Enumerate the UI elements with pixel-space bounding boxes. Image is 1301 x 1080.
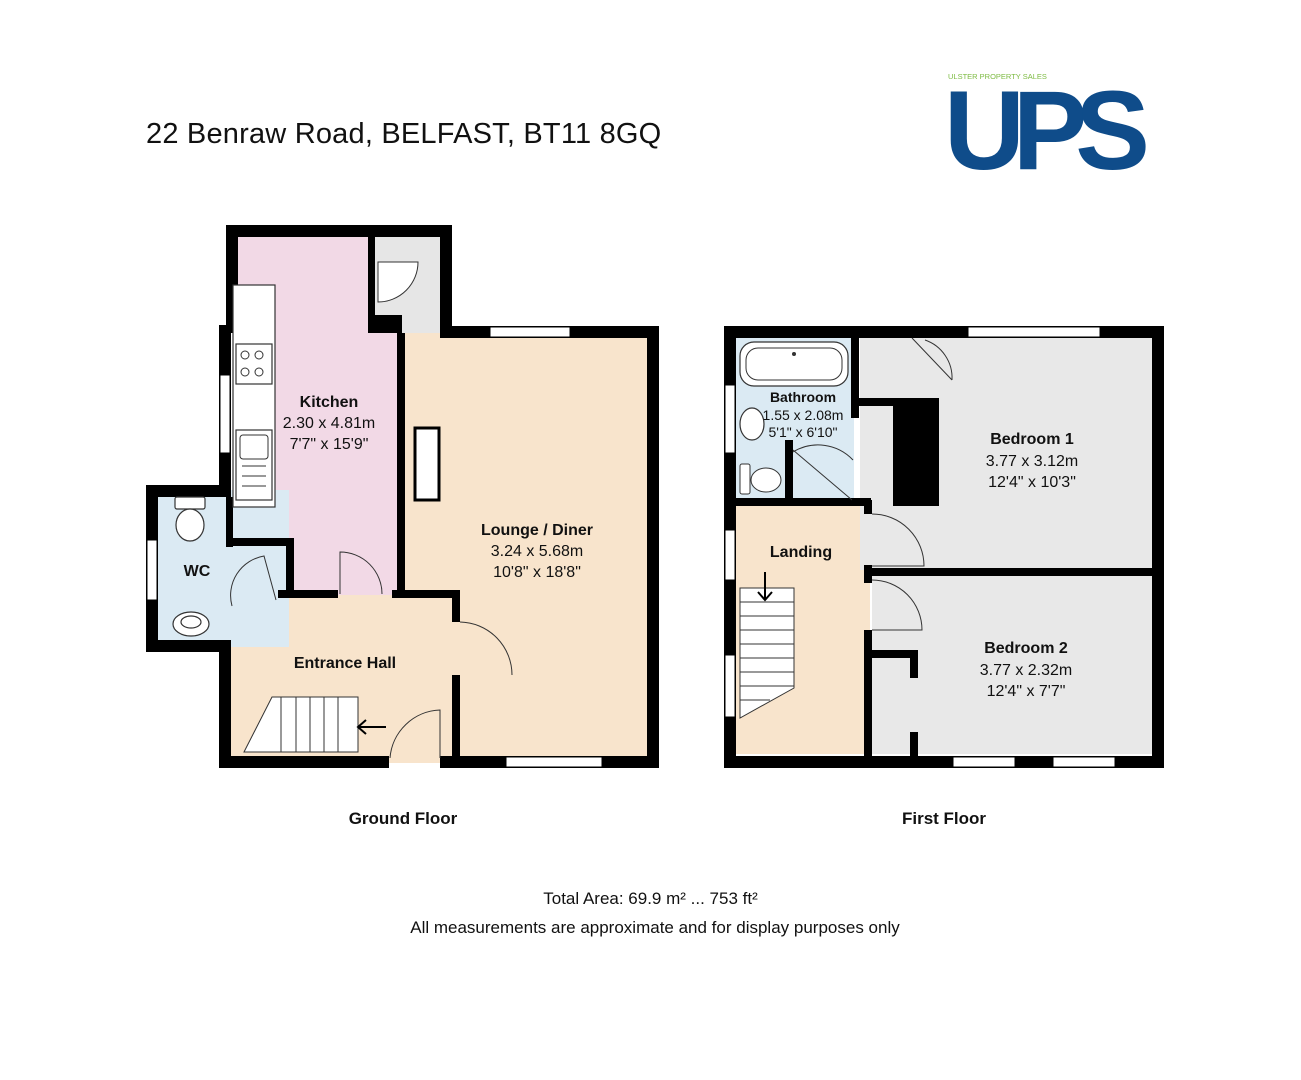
property-address: 22 Benraw Road, BELFAST, BT11 8GQ <box>146 118 662 150</box>
lounge-name: Lounge / Diner <box>481 522 593 539</box>
bathroom-metric: 1.55 x 2.08m <box>763 407 844 423</box>
ground-floor-label: Ground Floor <box>348 809 458 828</box>
kitchen-metric: 2.30 x 4.81m <box>283 415 376 432</box>
bedroom2-metric: 3.77 x 2.32m <box>980 662 1073 679</box>
lounge-metric: 3.24 x 5.68m <box>491 543 584 560</box>
landing-name: Landing <box>770 544 832 561</box>
logo-letters: UPS <box>944 68 1146 178</box>
first-floor-label: First Floor <box>901 809 987 828</box>
logo-tagline: ULSTER PROPERTY SALES <box>948 72 1047 81</box>
bedroom1-imperial: 12'4" x 10'3" <box>988 474 1076 491</box>
lounge-imperial: 10'8" x 18'8" <box>493 564 581 581</box>
bathroom-imperial: 5'1" x 6'10" <box>769 424 838 440</box>
ground-floor-plan <box>146 225 659 768</box>
bedroom2-imperial: 12'4" x 7'7" <box>987 683 1066 700</box>
disclaimer: All measurements are approximate and for… <box>410 918 900 937</box>
ups-logo: ULSTER PROPERTY SALES UPS <box>944 68 1150 178</box>
wc-name: WC <box>184 563 211 580</box>
kitchen-name: Kitchen <box>300 394 359 411</box>
bedroom2-name: Bedroom 2 <box>984 640 1068 657</box>
bathroom-name: Bathroom <box>770 389 836 405</box>
total-area: Total Area: 69.9 m² ... 753 ft² <box>543 889 758 908</box>
wc-area <box>151 490 289 647</box>
bedroom2-area <box>872 576 1153 754</box>
first-floor-plan <box>724 326 1164 768</box>
bedroom1-metric: 3.77 x 3.12m <box>986 453 1079 470</box>
bedroom1-name: Bedroom 1 <box>990 431 1074 448</box>
hall-name: Entrance Hall <box>294 655 396 672</box>
kitchen-imperial: 7'7" x 15'9" <box>290 436 369 453</box>
